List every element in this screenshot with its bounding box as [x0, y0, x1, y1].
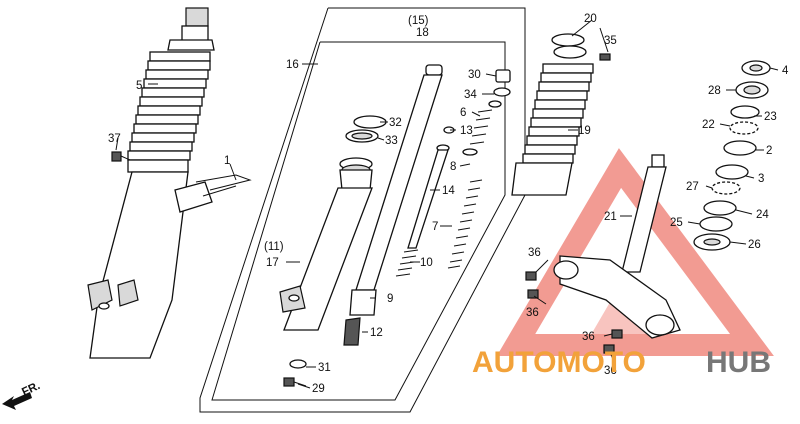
callout-32: 32 — [389, 117, 402, 129]
steering-stem-21 — [525, 154, 681, 354]
svg-text:HUB: HUB — [706, 346, 771, 379]
watermark-text: AUTOMOTO HUB — [472, 346, 771, 379]
callout-13: 13 — [460, 125, 473, 137]
right-fork-boot-19 — [511, 33, 611, 196]
fork-slider-17 — [279, 157, 373, 387]
assembly-bracket-outer — [199, 7, 526, 413]
callout-31: 31 — [318, 362, 331, 374]
fork-pipe-9 — [343, 64, 443, 346]
callout-19: 19 — [578, 125, 591, 137]
callout-29: 29 — [312, 383, 325, 395]
callout-14: 14 — [442, 185, 455, 197]
fork-spring-7 — [443, 69, 511, 269]
oil-seals — [345, 115, 387, 143]
svg-text:AUTOMOTO: AUTOMOTO — [472, 346, 646, 379]
callout-3: 3 — [758, 173, 764, 185]
callout-labels: 1 5 37 (15) 18 16 (11) 17 32 33 9 12 31 … — [20, 13, 789, 399]
steering-bearing-stack — [693, 60, 771, 251]
callout-11: (11) — [264, 241, 284, 253]
callout-22: 22 — [702, 119, 715, 131]
leader-lines — [115, 19, 779, 389]
callout-20: 20 — [584, 13, 597, 25]
callout-36-c: 36 — [582, 331, 595, 343]
callout-36-b: 36 — [526, 307, 539, 319]
callout-37: 37 — [108, 133, 121, 145]
bolt-37 — [111, 151, 131, 162]
callout-28: 28 — [708, 85, 721, 97]
callout-2: 2 — [766, 145, 772, 157]
callout-8: 8 — [450, 161, 456, 173]
callout-4: 4 — [782, 65, 789, 77]
callout-30: 30 — [468, 69, 481, 81]
assembly-bracket-inner — [211, 41, 506, 401]
callout-27: 27 — [686, 181, 699, 193]
left-fork-assembly — [87, 7, 252, 359]
callout-26: 26 — [748, 239, 761, 251]
callout-36-a: 36 — [528, 247, 541, 259]
callout-18: 18 — [416, 27, 429, 39]
callout-9: 9 — [387, 293, 393, 305]
callout-10: 10 — [420, 257, 433, 269]
direction-label: FR. — [20, 380, 42, 399]
damper-rod-14 — [395, 144, 450, 277]
callout-1: 1 — [224, 155, 230, 167]
callout-7: 7 — [432, 221, 438, 233]
callout-36-d: 36 — [604, 365, 617, 377]
callout-33: 33 — [385, 135, 398, 147]
callout-16: 16 — [286, 59, 299, 71]
callout-15: (15) — [408, 15, 429, 27]
front-direction-arrow — [2, 392, 32, 410]
callout-21: 21 — [604, 211, 617, 223]
callout-35: 35 — [604, 35, 617, 47]
callout-5: 5 — [136, 80, 142, 92]
callout-24: 24 — [756, 209, 769, 221]
callout-17: 17 — [266, 257, 279, 269]
callout-6: 6 — [460, 107, 466, 119]
callout-23: 23 — [764, 111, 777, 123]
callout-12: 12 — [370, 327, 383, 339]
callout-25: 25 — [670, 217, 683, 229]
callout-34: 34 — [464, 89, 477, 101]
